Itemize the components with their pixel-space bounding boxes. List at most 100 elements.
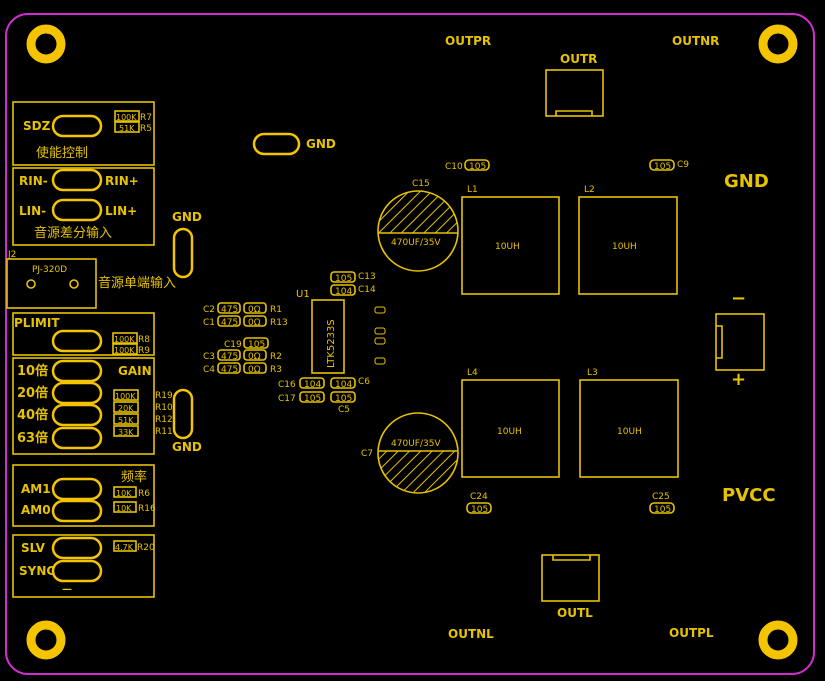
label-outl: OUTL [557,606,593,620]
lin-pad [51,198,103,222]
board-outline [5,13,815,675]
label-gnd-right: GND [724,171,769,192]
gnd-pad-left-bottom [172,388,194,440]
freq-title: 频率 [121,469,147,485]
c13-ref: C13 [358,272,376,282]
sync-block [12,534,155,598]
gain-20-pad [51,381,103,405]
mounting-hole-top-left [26,24,66,64]
c5-ref: C5 [338,405,350,415]
l4-value: 10UH [497,427,522,437]
c24-value: 105 [471,505,488,515]
slv-pad [51,536,103,560]
chip-u1 [311,299,345,374]
connector-outl [541,554,600,602]
c17-value: 105 [304,394,321,404]
sync-label: SYNC [19,564,55,578]
lin-plus-label: LIN+ [105,204,137,218]
rin-plus-label: RIN+ [105,174,139,188]
jack-title: 音源单端输入 [98,275,176,291]
connector-outr [545,69,604,117]
audio-diff-block [12,167,155,246]
c2-ref: C2 [203,305,215,315]
u1-ref: U1 [296,289,310,300]
r6-ref: R6 [138,489,150,499]
r2-value: 0Ω [248,352,261,362]
r10-ref: R10 [155,403,173,413]
c14-ref: C14 [358,285,376,295]
l1-value: 10UH [495,242,520,252]
power-plus-sign: + [731,369,746,390]
gain-40-label: 40倍 [17,407,48,423]
label-outnr: OUTNR [672,34,719,48]
c7-ref: C7 [361,449,373,459]
label-gnd-left-bottom: GND [172,440,202,454]
r20-ref: R20 [137,543,155,553]
l3-ref: L3 [587,368,598,378]
sync-dash: — [62,584,72,595]
slv-label: SLV [21,541,46,555]
r13-ref: R13 [270,318,288,328]
r19-value: 100K [115,392,136,401]
c7-value: 470UF/35V [391,439,441,449]
gain-block [12,357,155,455]
label-outpl: OUTPL [669,626,714,640]
r16-ref: R16 [138,504,156,514]
chip-label: LTK5233S [326,319,337,368]
c6-value: 104 [335,380,352,390]
c13-value: 105 [335,274,352,284]
r7-value: 100K [116,113,137,122]
sdz-label: SDZ [23,119,51,133]
c3-value: 475 [221,352,238,362]
gain-10-label: 10倍 [17,363,48,379]
power-minus-sign: − [731,288,746,309]
am0-label: AM0 [21,503,51,517]
plimit-label: PLIMIT [14,316,60,330]
freq-block [12,464,155,527]
inductor-l2 [578,196,678,295]
l1-ref: L1 [467,185,478,195]
c17-ref: C17 [278,394,296,404]
r5-value: 51K [119,124,135,133]
am0-pad [51,499,103,523]
jack-part: PJ-320D [32,265,67,275]
r9-ref: R9 [138,346,150,356]
inductor-l4 [461,379,560,478]
r8-value: 100K [114,335,135,344]
c15-value: 470UF/35V [391,238,441,248]
c25-ref: C25 [652,492,670,502]
jack-j2 [6,258,97,309]
mounting-hole-bottom-right [758,620,798,660]
c15-ref: C15 [412,179,430,189]
c16-ref: C16 [278,380,296,390]
r9-value: 100K [114,346,135,355]
lin-minus-label: LIN- [19,204,46,218]
r11-value: 33K [118,428,134,437]
label-outpr: OUTPR [445,34,491,48]
c9-value: 105 [654,162,671,172]
gain-40-pad [51,403,103,427]
r1-value: 0Ω [248,305,261,315]
r20-value: 4.7K [115,543,134,552]
c2-value: 475 [221,305,238,315]
r2-ref: R2 [270,352,282,362]
plimit-pad [51,329,103,353]
r16-value: 10K [116,504,132,513]
gain-63-pad [51,426,103,450]
gain-63-label: 63倍 [17,430,48,446]
am1-pad [51,477,103,501]
c16-value: 104 [304,380,321,390]
sync-pad [51,559,103,583]
l2-ref: L2 [584,185,595,195]
r12-value: 51K [118,416,134,425]
l2-value: 10UH [612,242,637,252]
r1-ref: R1 [270,305,282,315]
gnd-pad-left-top [172,227,194,279]
r7-ref: R7 [140,113,152,123]
c14-value: 104 [335,287,352,297]
r3-ref: R3 [270,365,282,375]
inductor-l3 [579,379,679,478]
sdz-block [12,101,155,166]
tiny-smd-pads [374,306,386,365]
mounting-hole-bottom-left [26,620,66,660]
